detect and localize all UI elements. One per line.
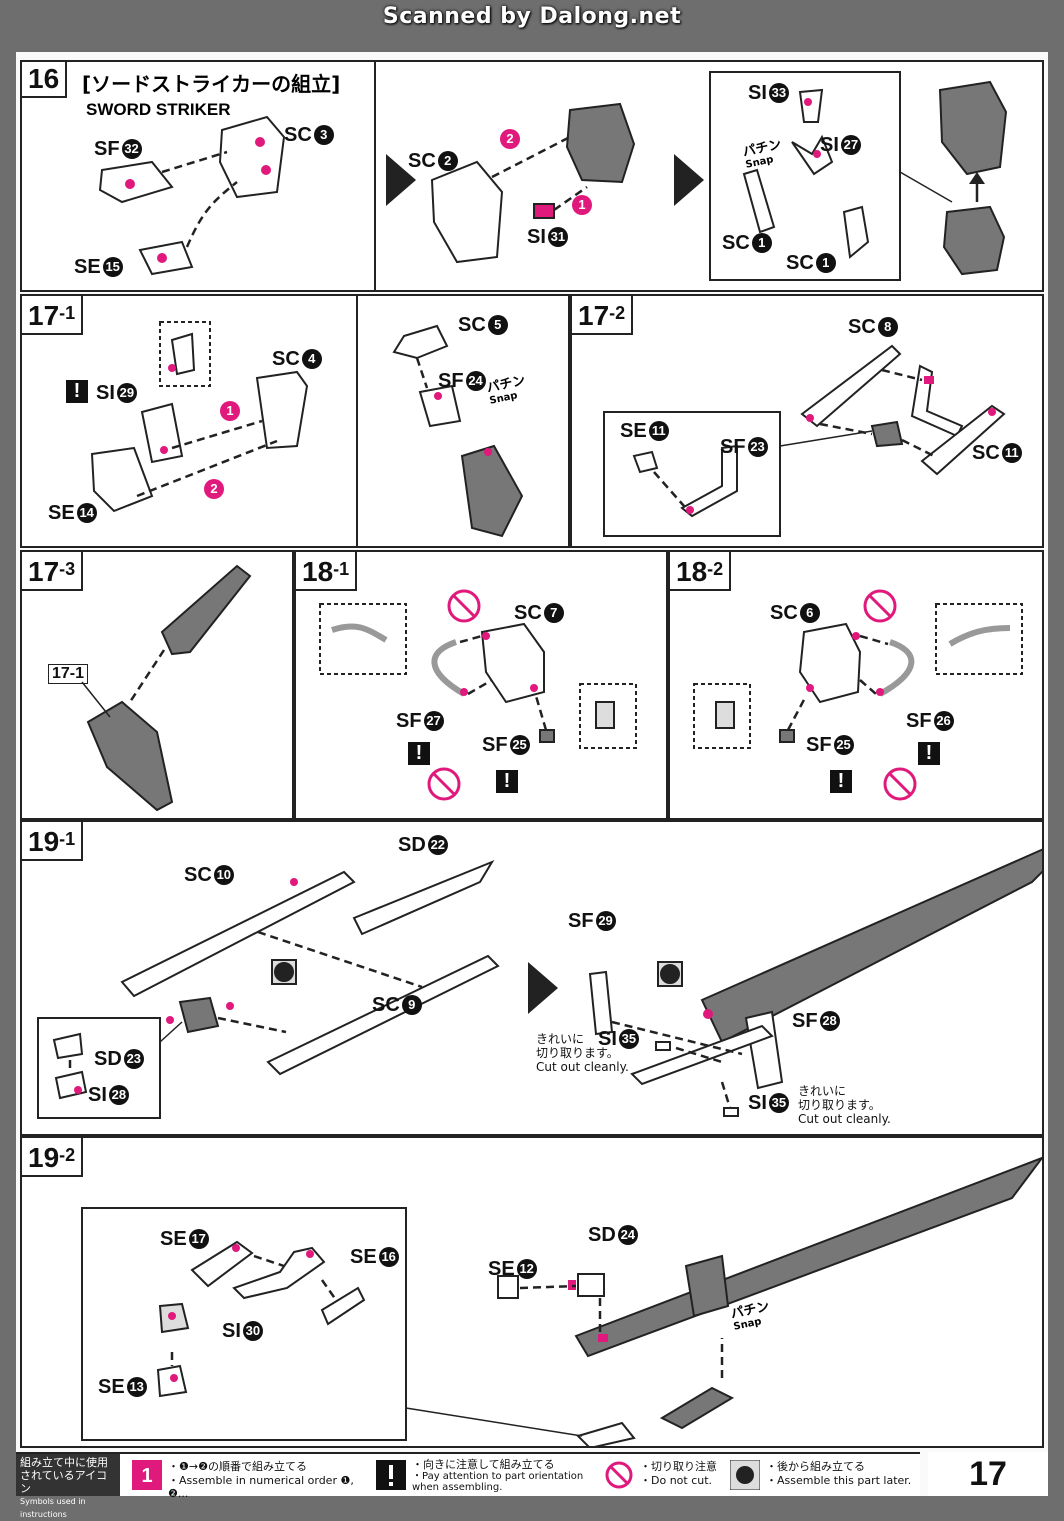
step-number: 18-2	[670, 552, 732, 591]
no-cut-icon	[605, 1461, 633, 1489]
panel-divider	[356, 296, 358, 546]
order-marker-icon: 1	[218, 400, 240, 423]
step-title-en: SWORD STRIKER	[86, 100, 231, 119]
symbol-legend: 組み立て中に使用 されているアイコン Symbols used in instr…	[16, 1452, 920, 1519]
order-marker-icon: 2	[202, 478, 224, 501]
legend-title: 組み立て中に使用 されているアイコン Symbols used in instr…	[16, 1454, 120, 1519]
next-arrow-icon	[386, 154, 416, 206]
step-number: 16	[22, 62, 68, 98]
cut-note: きれいに 切り取ります。 Cut out cleanly.	[536, 1032, 629, 1074]
attention-icon: !	[66, 380, 88, 403]
next-arrow-icon	[528, 962, 558, 1014]
step-number: 17-3	[22, 552, 84, 591]
page-number: 17	[928, 1452, 1048, 1496]
step-16-panel: 16 [ソードストライカーの組立] SWORD STRIKER	[20, 60, 1044, 292]
part-drawing-group	[81, 1156, 1042, 1446]
assemble-later-icon	[730, 1460, 760, 1490]
exclamation-icon	[376, 1460, 406, 1490]
svg-text:1: 1	[141, 1465, 152, 1487]
instruction-page: 16 [ソードストライカーの組立] SWORD STRIKER	[16, 52, 1048, 1496]
step-number: 18-1	[296, 552, 358, 591]
legend-item: ・向きに注意して組み立てる ・Pay attention to part ori…	[376, 1458, 596, 1494]
step-number: 19-1	[22, 822, 84, 861]
step-title-jp: [ソードストライカーの組立]	[82, 72, 341, 96]
attention-icon: !	[408, 742, 430, 765]
part-drawing-group	[603, 344, 1006, 537]
part-drawing-group	[90, 321, 524, 538]
legend-item: ・切り取り注意 ・Do not cut.	[604, 1458, 724, 1494]
number-order-icon: 1	[132, 1460, 162, 1490]
part-drawing-group	[319, 589, 637, 801]
step-19-1-panel: 19-1	[20, 820, 1044, 1136]
attention-icon: !	[830, 770, 852, 793]
step-17-3-panel: 17-3 17-1	[20, 550, 294, 820]
step-number: 19-2	[22, 1138, 84, 1177]
step-reference-box: 17-1	[48, 664, 89, 684]
attention-icon: !	[918, 742, 940, 765]
order-marker-icon: 1	[570, 194, 592, 217]
part-drawing-group	[98, 71, 1008, 281]
part-drawing-group	[693, 589, 1023, 801]
step-number: 17-2	[572, 296, 634, 335]
legend-item: ・後から組み立てる ・Assemble this part later.	[730, 1458, 916, 1494]
part-drawing-group	[81, 564, 252, 812]
panel-divider	[374, 62, 376, 290]
cut-note: きれいに 切り取ります。 Cut out cleanly.	[798, 1084, 891, 1126]
scan-banner: Scanned by Dalong.net	[382, 4, 682, 29]
order-marker-icon: 2	[498, 128, 520, 151]
attention-icon: !	[496, 770, 518, 793]
step-number: 17-1	[22, 296, 84, 335]
next-arrow-icon	[674, 154, 704, 206]
part-drawing-group	[37, 848, 1042, 1119]
step-19-2-panel: 19-2	[20, 1136, 1044, 1448]
legend-item: 1 ・❶→❷の順番で組み立てる ・Assemble in numerical o…	[132, 1458, 368, 1500]
